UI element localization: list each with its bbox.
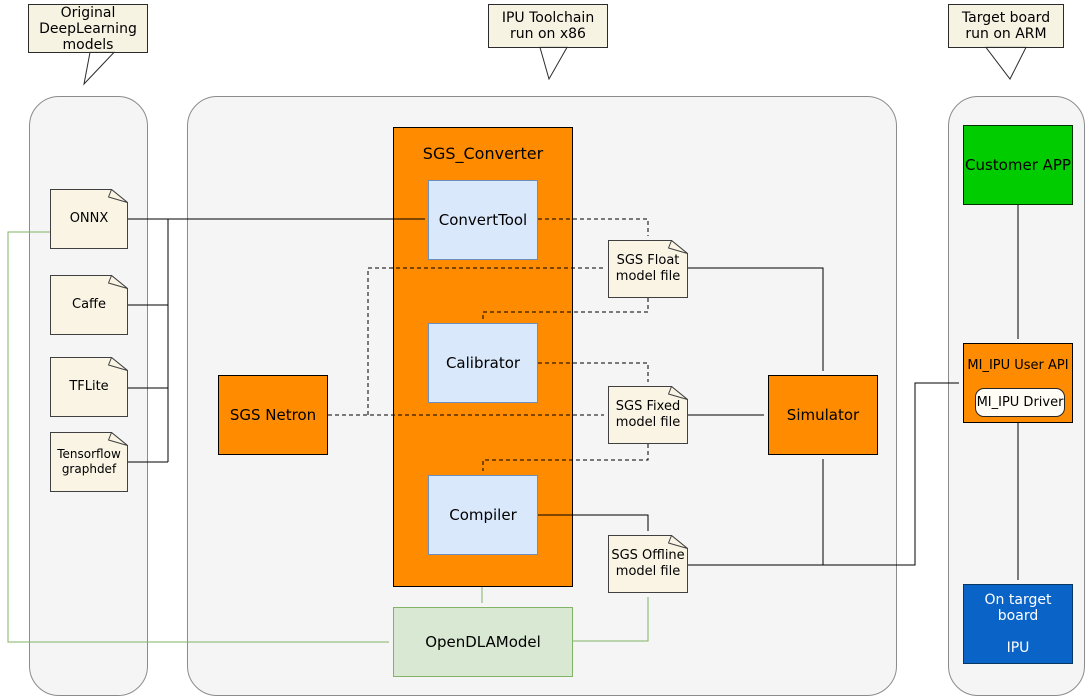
- callout-tail: [83, 51, 116, 86]
- node-label: ConvertTool: [438, 211, 528, 229]
- node-label: model file: [615, 269, 681, 284]
- node-label: Customer APP: [965, 156, 1071, 174]
- node-label: model file: [615, 415, 681, 430]
- callout-line: Original: [60, 4, 116, 21]
- node-label: Caffe: [72, 297, 106, 312]
- node-label: OpenDLAModel: [425, 633, 541, 651]
- node-label: ONNX: [69, 211, 109, 226]
- box-mi-ipu-driver: MI_IPU Driver: [975, 388, 1065, 417]
- node-label: MI_IPU User API: [967, 358, 1069, 373]
- node-label: On target board: [984, 592, 1052, 624]
- file-tensorflow-graphdef: Tensorflow graphdef: [50, 432, 128, 492]
- callout-original-models: Original DeepLearning models: [28, 4, 148, 53]
- node-label: SGS Fixed: [615, 399, 681, 414]
- node-label: IPU: [1006, 640, 1030, 656]
- box-calibrator: Calibrator: [428, 323, 538, 403]
- callout-line: IPU Toolchain: [501, 10, 595, 26]
- sgs-converter-title: SGS_Converter: [422, 144, 544, 163]
- node-label: Compiler: [449, 506, 517, 524]
- callout-line: run on ARM: [965, 26, 1047, 42]
- note-shape: [608, 535, 688, 593]
- box-sgs-netron: SGS Netron: [218, 375, 328, 455]
- file-caffe: Caffe: [50, 275, 128, 335]
- callout-line: models: [62, 36, 114, 53]
- box-target-ipu: On target board IPU: [963, 584, 1073, 664]
- callout-tail: [984, 46, 1027, 80]
- node-label: model file: [615, 564, 681, 579]
- callout-target-board: Target board run on ARM: [948, 4, 1064, 48]
- callout-line: DeepLearning: [39, 20, 137, 37]
- node-label: graphdef: [61, 462, 117, 476]
- file-sgs-float: SGS Float model file: [608, 240, 688, 298]
- node-label: Calibrator: [445, 354, 521, 372]
- node-label: MI_IPU Driver: [976, 395, 1064, 410]
- box-customer-app: Customer APP: [963, 125, 1073, 205]
- callout-tail: [539, 46, 568, 81]
- node-label: SGS Netron: [229, 406, 317, 424]
- file-sgs-offline: SGS Offline model file: [608, 535, 688, 593]
- file-onnx: ONNX: [50, 189, 128, 249]
- box-compiler: Compiler: [428, 475, 538, 555]
- box-mi-ipu-user-api: MI_IPU User API MI_IPU Driver: [963, 343, 1073, 423]
- node-label: TFLite: [69, 379, 109, 394]
- box-simulator: Simulator: [768, 375, 878, 455]
- file-sgs-fixed: SGS Fixed model file: [608, 386, 688, 444]
- box-open-dla-model: OpenDLAModel: [393, 607, 573, 677]
- note-shape: [608, 240, 688, 298]
- node-label: SGS Float: [616, 253, 680, 268]
- box-convert-tool: ConvertTool: [428, 180, 538, 260]
- file-tflite: TFLite: [50, 357, 128, 417]
- node-label: SGS Offline: [611, 548, 685, 563]
- node-label: Tensorflow: [57, 447, 121, 461]
- note-shape: [608, 386, 688, 444]
- callout-ipu-toolchain: IPU Toolchain run on x86: [488, 4, 608, 48]
- callout-line: run on x86: [510, 26, 586, 42]
- callout-line: Target board: [961, 10, 1051, 26]
- node-label: Simulator: [786, 406, 860, 424]
